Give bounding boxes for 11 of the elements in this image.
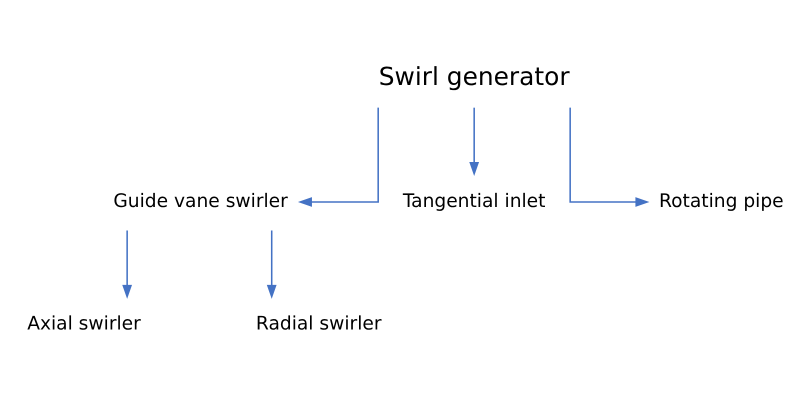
node-text: Rotating pipe (659, 190, 784, 212)
arrow (298, 107, 379, 206)
node-text: Tangential inlet (402, 190, 546, 212)
node-text: Swirl generator (378, 62, 570, 91)
arrow (122, 230, 132, 298)
arrow (569, 107, 650, 206)
node-text: Guide vane swirler (113, 190, 288, 212)
node-text: Radial swirler (256, 313, 382, 334)
arrow (266, 230, 277, 298)
arrow (469, 107, 480, 176)
node-text: Axial swirler (27, 313, 141, 334)
